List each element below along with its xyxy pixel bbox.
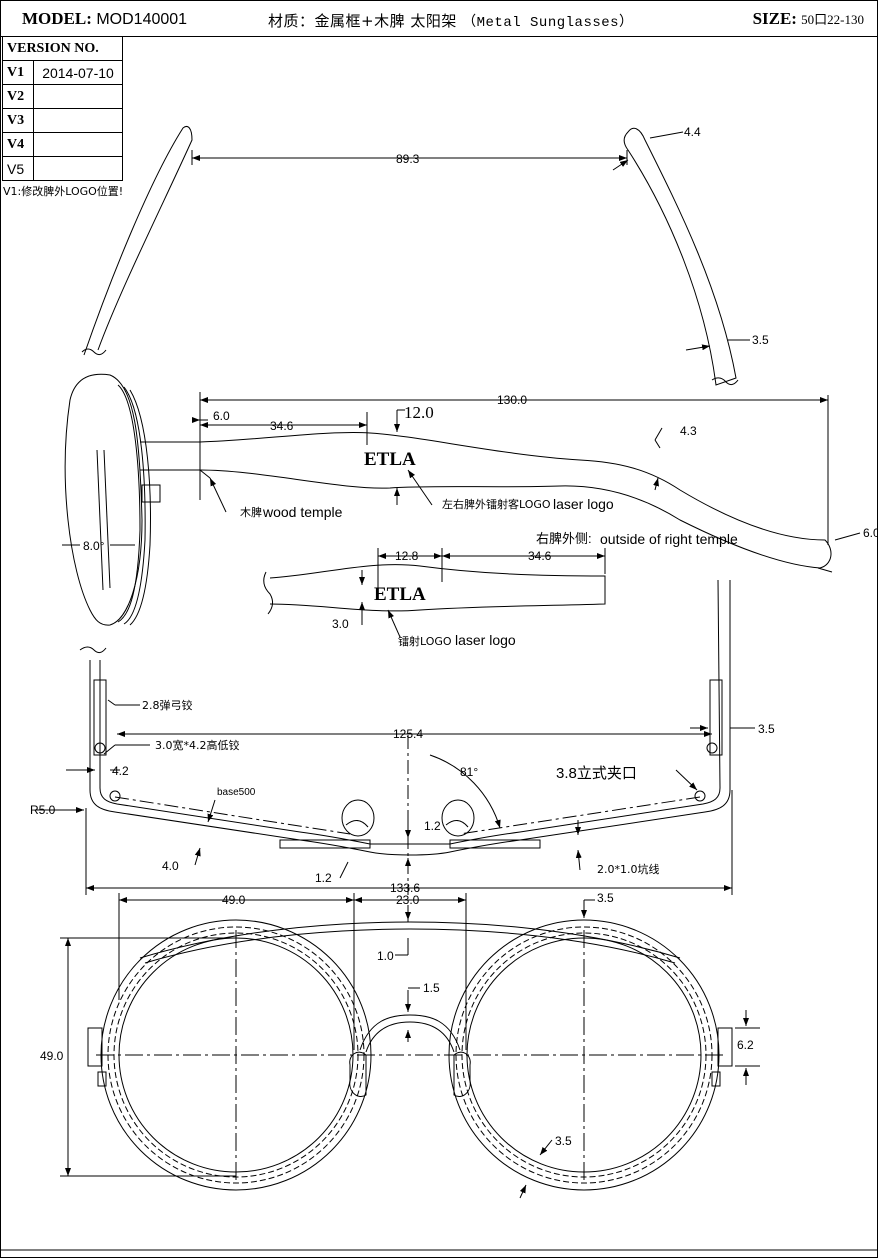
model-label: MODEL: [22, 9, 92, 28]
dim-lens-width: 49.0 [222, 893, 246, 907]
dim-bridge-gap: 1.2 [424, 819, 441, 833]
dim-top-gap: 1.0 [377, 949, 394, 963]
dim-lens-height: 49.0 [40, 1049, 64, 1063]
size-value: 50口22-130 [801, 12, 864, 27]
dim-temple-length: 130.0 [497, 393, 527, 407]
version-id: V1 [2, 60, 34, 85]
dim-pad-gap: 1.2 [315, 871, 332, 885]
dim-logo-height: 12.0 [404, 403, 434, 422]
dim-rim-depth: 4.0 [162, 859, 179, 873]
revision-note: V1:修改脾外LOGO位置! [3, 185, 124, 198]
laser-logo-en: laser logo [553, 496, 614, 512]
outside-title-cn: 右脾外侧: [536, 531, 592, 546]
dim-temple-spread: 89.3 [396, 152, 420, 166]
plan-view [35, 579, 755, 895]
dim-tip-thickness: 4.4 [684, 125, 701, 139]
dim-outside-logo-height: 3.0 [332, 617, 349, 631]
dim-total-width: 133.6 [390, 881, 420, 895]
dim-frame-angle: 81° [460, 765, 478, 779]
outside-laser-cn: 镭射LOGO [398, 634, 452, 648]
front-view [60, 893, 760, 1199]
low-hinge-note: 3.0宽*4.2高低铰 [155, 738, 240, 752]
temple-logo: ETLA [364, 449, 416, 470]
dim-outside-logo-width: 12.8 [395, 549, 419, 563]
base-curve-note: base500 [217, 787, 256, 798]
dim-logo-position: 34.6 [270, 419, 294, 433]
wood-temple-cn: 木脾 [240, 505, 262, 519]
dim-rim-thickness: 3.5 [555, 1134, 572, 1148]
laser-logo-cn: 左右脾外镭射客LOGO [442, 497, 551, 511]
version-date [33, 132, 123, 157]
dim-temple-tip: 6.0 [863, 526, 878, 540]
dim-tilt-angle: 8.0° [83, 539, 105, 553]
version-date [33, 84, 123, 109]
version-id: V5 [2, 156, 34, 181]
outside-logo: ETLA [374, 584, 426, 605]
side-view [62, 373, 861, 626]
outside-laser-en: laser logo [455, 632, 516, 648]
dim-outside-logo-pos: 34.6 [528, 549, 552, 563]
dim-temple-thickness: 4.3 [680, 424, 697, 438]
groove-note: 2.0*1.0坑线 [597, 862, 660, 876]
material-text: 材质：金属框+木脾 太阳架 [268, 12, 457, 30]
wood-temple-en: wood temple [262, 504, 343, 520]
dim-inner-width: 125.4 [393, 727, 423, 741]
dim-hinge-offset: 4.2 [112, 764, 129, 778]
model-value: MOD140001 [96, 11, 188, 28]
material-field: 材质：金属框+木脾 太阳架 （Metal Sunglasses） [268, 10, 634, 31]
dim-temple-width: 3.5 [752, 333, 769, 347]
size-label: SIZE: [752, 9, 797, 28]
outside-temple-view [263, 548, 606, 638]
dim-bridge-width: 23.0 [396, 893, 420, 907]
top-view-temples [81, 126, 750, 386]
size-field: SIZE: 50口22-130 [753, 9, 864, 29]
version-date [33, 156, 123, 181]
material-en: （Metal Sunglasses） [462, 15, 634, 31]
outside-title-en: outside of right temple [600, 531, 738, 547]
dim-hinge-height: 6.2 [737, 1038, 754, 1052]
spring-hinge-note: 2.8弹弓铰 [142, 698, 193, 712]
dim-bridge-thickness: 1.5 [423, 981, 440, 995]
dim-corner-radius: R5.0 [30, 803, 56, 817]
dim-rim-width: 3.5 [597, 891, 614, 905]
clip-note: 3.8立式夹口 [556, 765, 637, 782]
dim-temple-offset: 6.0 [213, 409, 230, 423]
title-block: MODEL: MOD140001 材质：金属框+木脾 太阳架 （Metal Su… [0, 0, 878, 37]
dim-hinge-thickness: 3.5 [758, 722, 775, 736]
model-field: MODEL: MOD140001 [22, 9, 187, 29]
